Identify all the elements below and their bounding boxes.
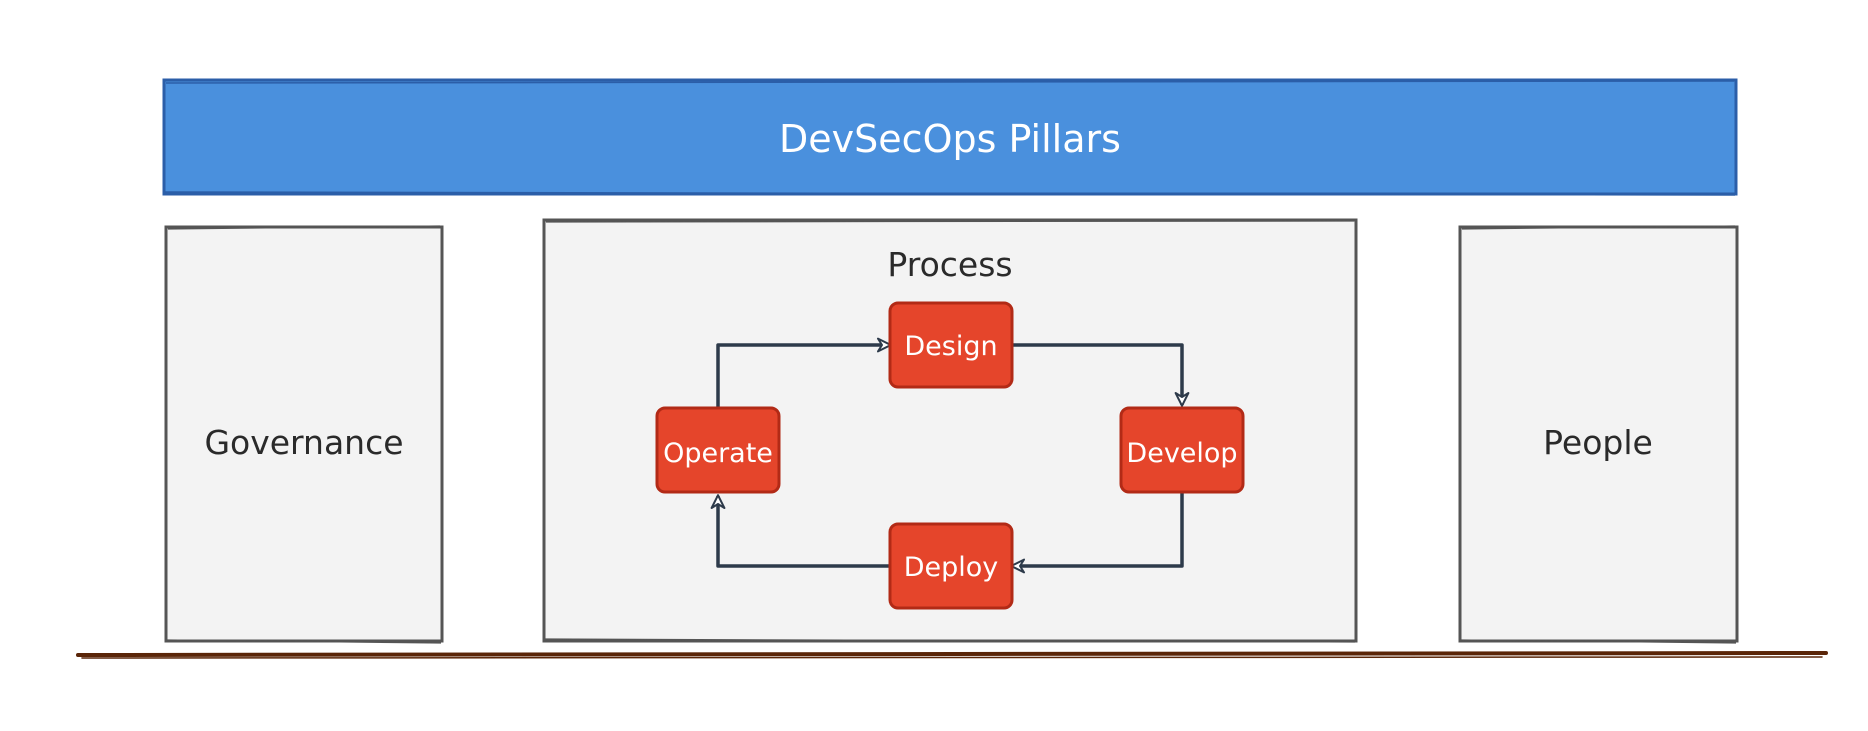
step-label-deploy: Deploy [904, 552, 999, 583]
step-design: Design [888, 301, 1014, 389]
pillar-people: People [1458, 225, 1739, 644]
pillar-governance: Governance [164, 225, 444, 644]
arrow-design-to-develop [1012, 343, 1190, 407]
title-banner: DevSecOps Pillars [162, 78, 1738, 196]
step-label-develop: Develop [1126, 438, 1237, 469]
step-operate: Operate [655, 406, 781, 494]
pillar-label-people: People [1543, 423, 1653, 462]
step-label-design: Design [904, 331, 997, 362]
diagram-title: DevSecOps Pillars [779, 117, 1121, 161]
arrow-develop-to-deploy [1010, 492, 1184, 574]
arrow-deploy-to-operate [710, 494, 890, 568]
base-line [76, 651, 1828, 659]
step-develop: Develop [1119, 406, 1245, 494]
process-cycle-arrows [710, 337, 1190, 574]
step-deploy: Deploy [888, 522, 1014, 610]
arrow-operate-to-design [716, 337, 892, 408]
step-label-operate: Operate [663, 438, 773, 469]
pillar-label-governance: Governance [204, 423, 403, 462]
pillar-label-process: Process [887, 245, 1012, 284]
